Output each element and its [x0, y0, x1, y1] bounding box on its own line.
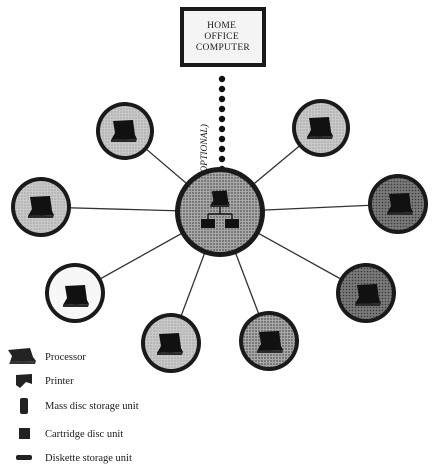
legend-label: Processor — [45, 352, 86, 363]
printer-icon — [201, 219, 215, 228]
processor-icon — [63, 285, 89, 307]
legend-item-cartridge-disc: Cartridge disc unit — [19, 428, 123, 440]
legend-item-processor: Processor — [8, 348, 86, 364]
processor-icon — [157, 333, 183, 355]
legend: Processor Printer Mass disc storage unit… — [8, 348, 139, 464]
node-top-left — [96, 102, 154, 160]
cartridge-disc-icon — [19, 428, 30, 439]
legend-item-diskette: Diskette storage unit — [16, 453, 132, 464]
processor-icon — [28, 196, 54, 218]
central-hub — [175, 167, 265, 257]
optional-dotted-link — [218, 75, 226, 173]
processor-icon — [111, 120, 137, 142]
legend-label: Diskette storage unit — [45, 453, 132, 464]
legend-item-printer: Printer — [16, 374, 74, 388]
processor-icon — [307, 117, 333, 139]
node-lower-left — [45, 263, 105, 323]
legend-item-mass-disc: Mass disc storage unit — [20, 398, 139, 414]
legend-label: Printer — [45, 376, 74, 387]
node-right — [368, 174, 428, 234]
node-bottom-right — [239, 311, 299, 371]
printer-icon — [225, 219, 239, 228]
optional-label: (OPTIONAL) — [199, 124, 210, 176]
node-bottom-left — [141, 313, 201, 373]
processor-icon — [8, 348, 36, 364]
processor-icon — [355, 284, 381, 306]
processor-icon — [210, 190, 230, 207]
processor-icon — [257, 331, 283, 353]
svg-text:HOME OFFICE COMPUT: HOME OFFICE COMPUTER — [196, 21, 250, 53]
home-office-line-1: HOME — [207, 21, 236, 31]
processor-icon — [387, 193, 413, 215]
diskette-storage-icon — [16, 455, 32, 460]
hub-connection-icon — [207, 207, 233, 219]
legend-label: Mass disc storage unit — [45, 401, 139, 412]
home-office-computer-box: HOME OFFICE COMPUTER — [180, 7, 266, 67]
printer-icon — [16, 374, 32, 388]
mass-disc-storage-icon — [20, 398, 28, 414]
home-office-line-2: OFFICE — [204, 32, 239, 42]
node-top-right — [292, 99, 350, 157]
node-lower-right — [336, 263, 396, 323]
home-office-line-3: COMPUTER — [196, 43, 250, 53]
legend-label: Cartridge disc unit — [45, 429, 123, 440]
node-left — [11, 177, 71, 237]
